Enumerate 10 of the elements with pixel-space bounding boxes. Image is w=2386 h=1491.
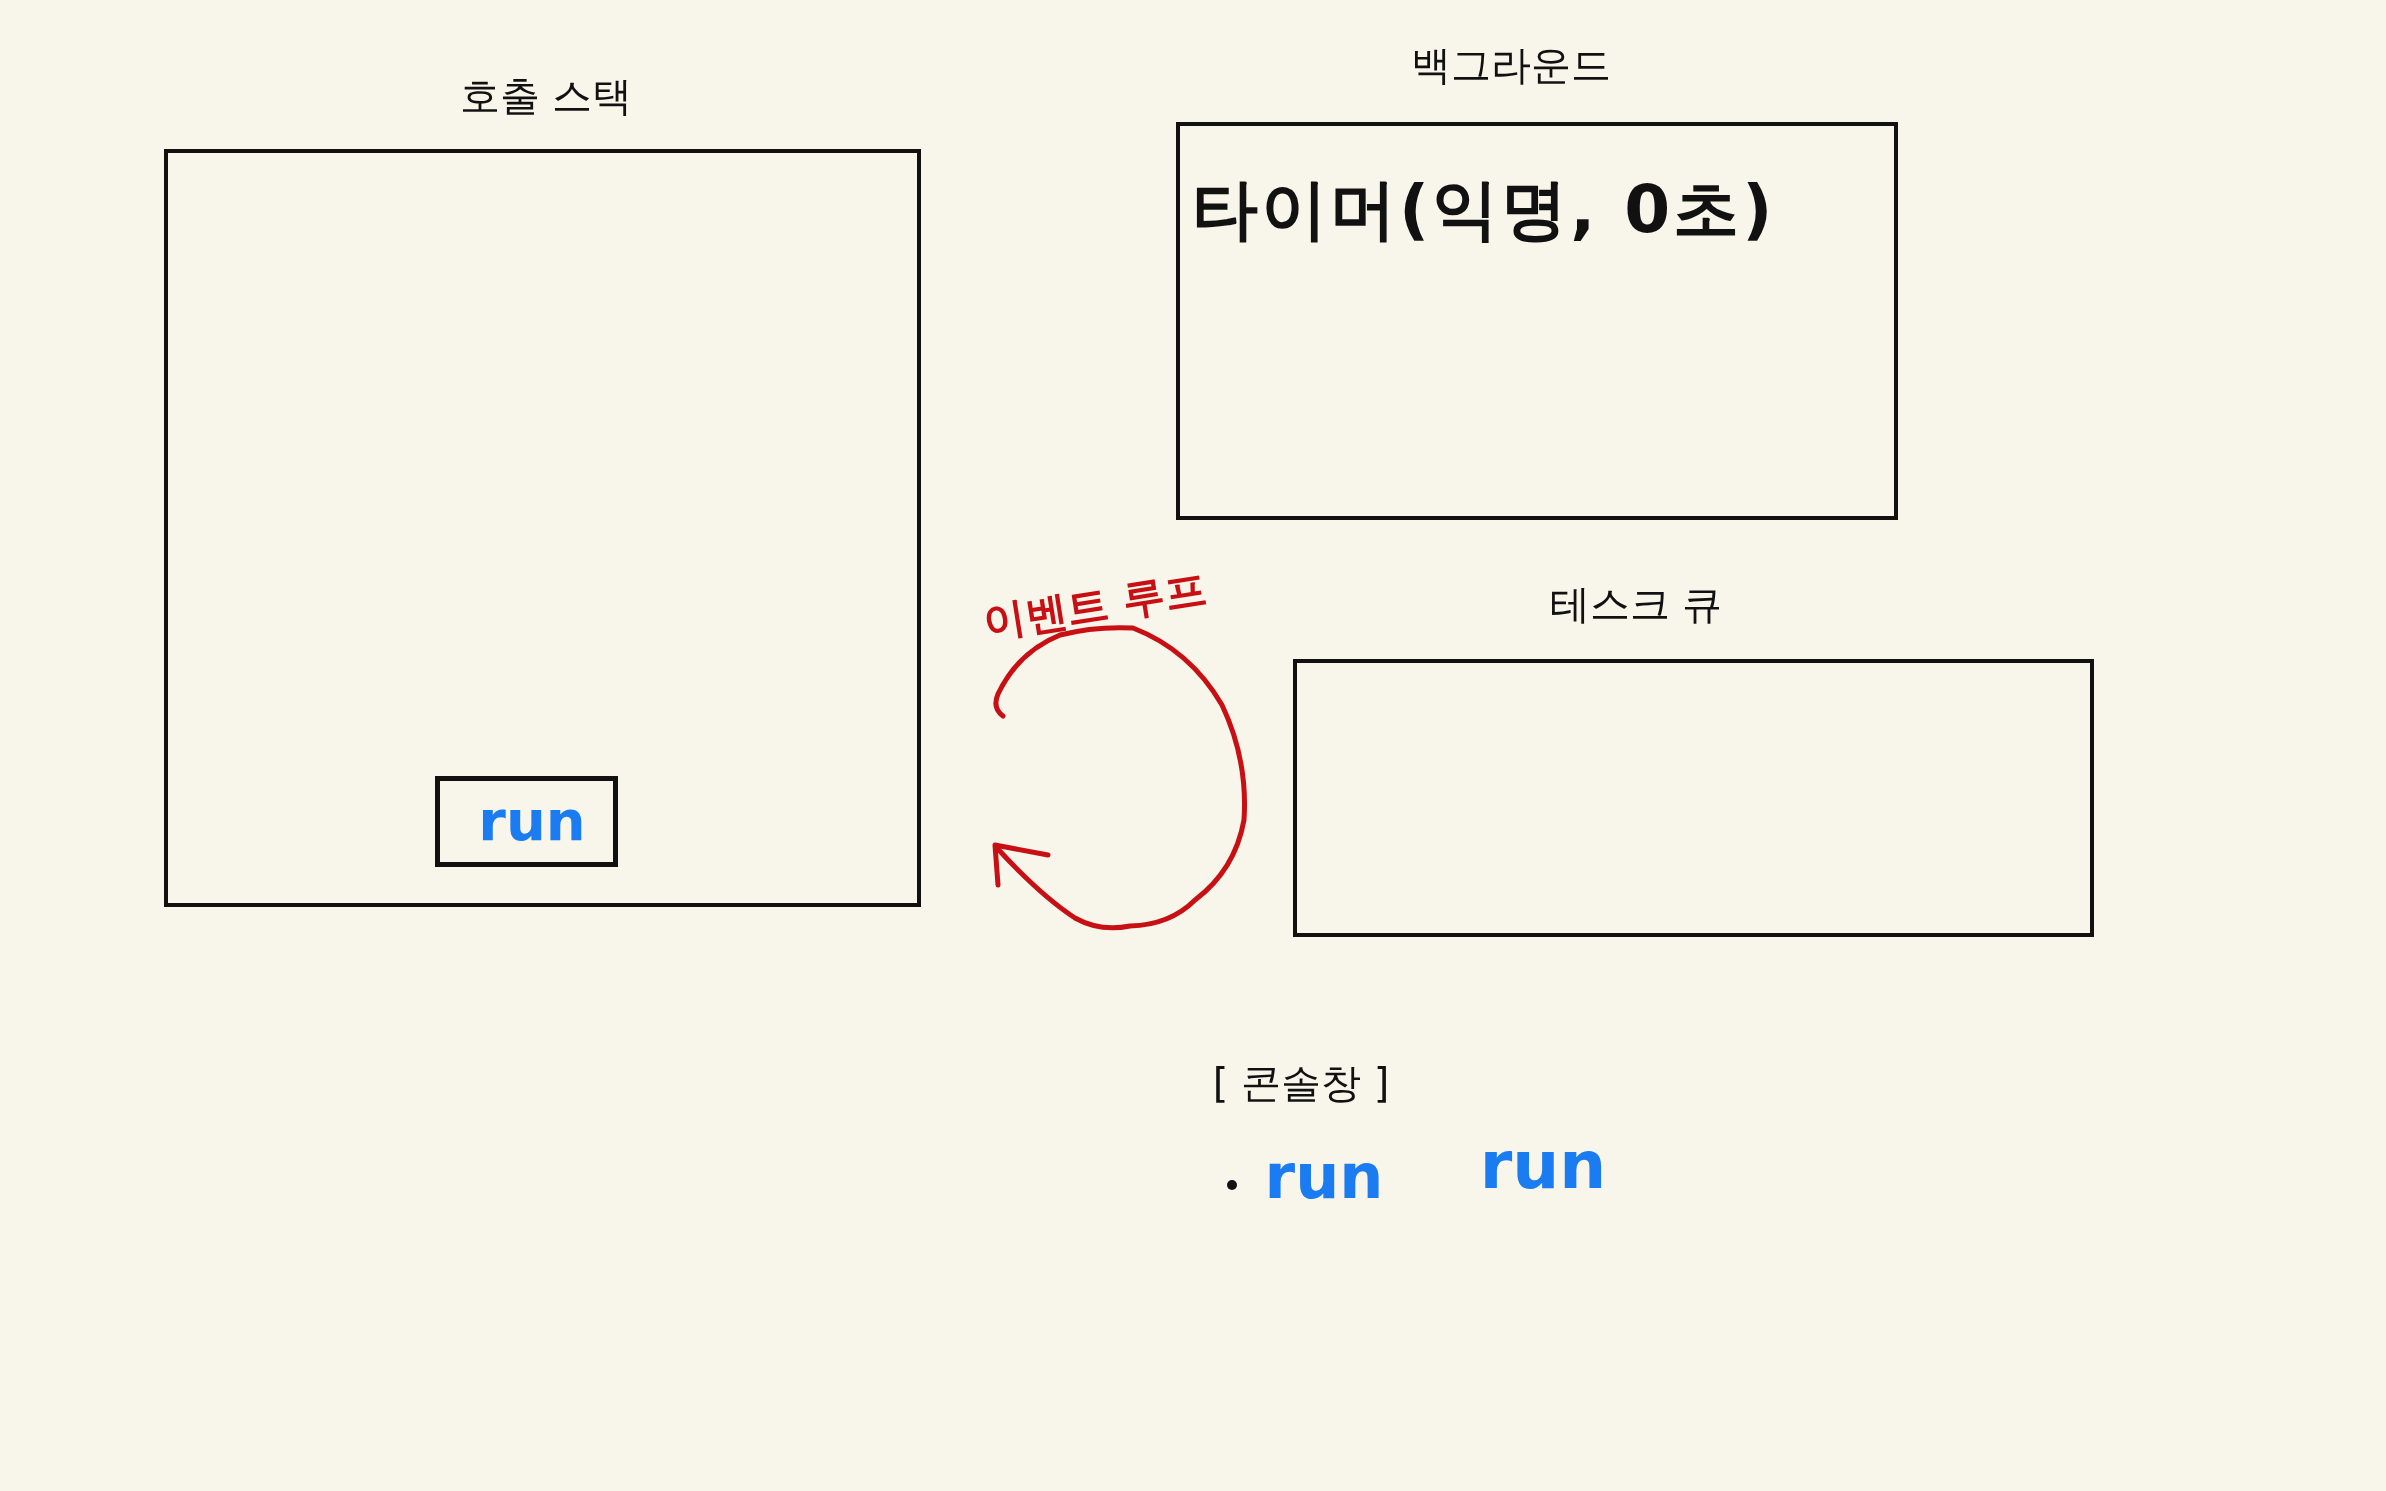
handwritten-note: 타이머(익명, 0초) xyxy=(1192,172,1776,248)
output-text: run xyxy=(1479,1128,1607,1204)
handwritten-label: 이벤트 루프 xyxy=(980,564,1210,648)
section-heading: [ 콘솔창 ] xyxy=(1212,1060,1390,1106)
output-text: run xyxy=(1264,1141,1384,1213)
box-heading: 백그라운드 xyxy=(1411,42,1611,88)
box-heading: 테스크 큐 xyxy=(1549,581,1723,627)
function-name: run xyxy=(478,788,586,854)
box-heading: 호출 스택 xyxy=(459,73,633,119)
function-box xyxy=(435,776,618,867)
